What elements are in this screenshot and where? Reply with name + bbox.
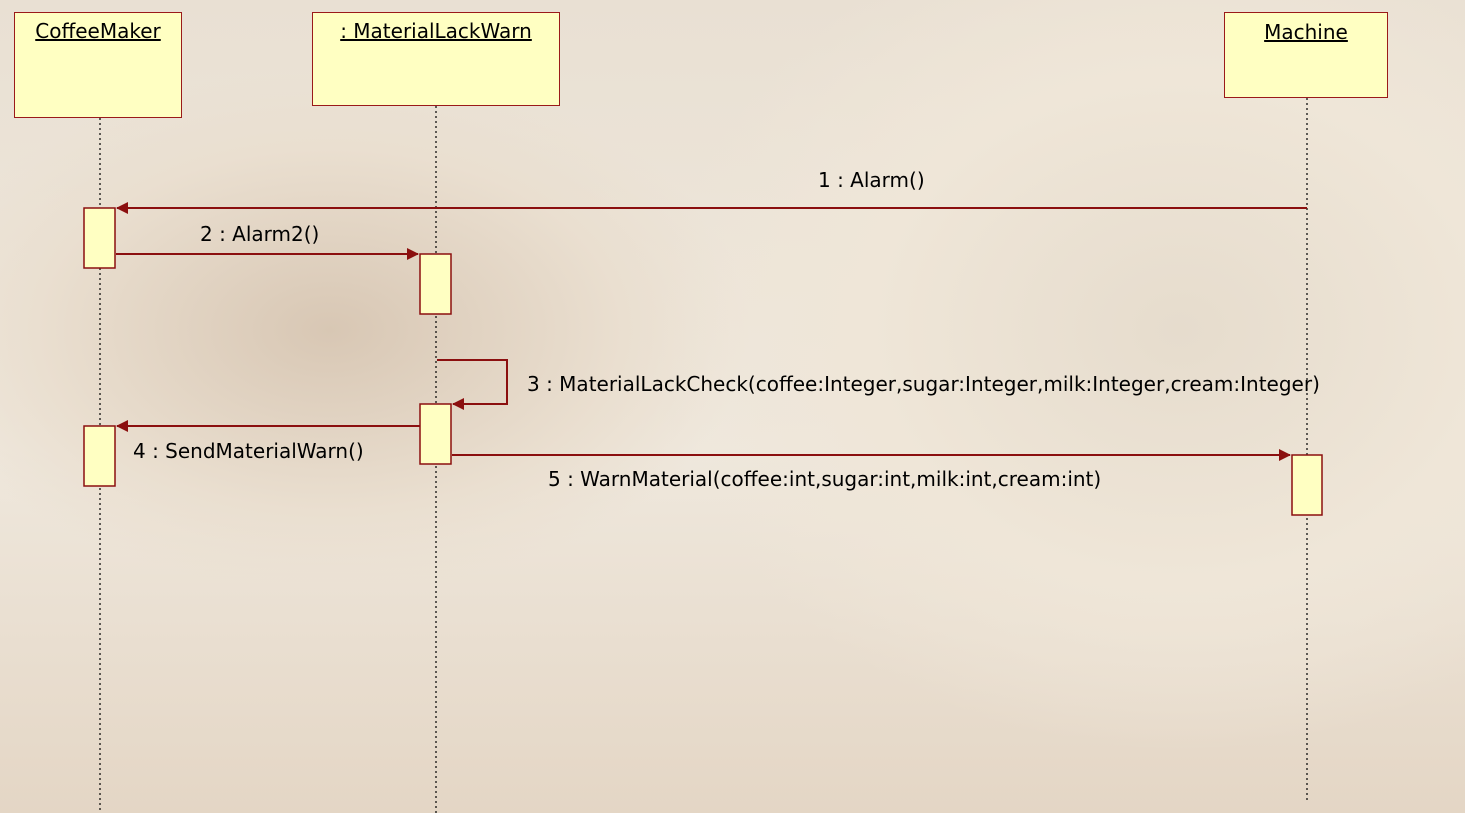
message-3-label: 3 : MaterialLackCheck(coffee:Integer,sug…: [527, 372, 1320, 396]
message-5-label: 5 : WarnMaterial(coffee:int,sugar:int,mi…: [548, 467, 1102, 491]
lifeline-machine-label: Machine: [1264, 20, 1348, 44]
lifeline-coffeemaker-box: CoffeeMaker: [14, 12, 182, 118]
activation-machine-1: [1291, 454, 1323, 516]
activation-coffeemaker-2: [83, 425, 116, 487]
message-4-label: 4 : SendMaterialWarn(): [133, 439, 364, 463]
lifeline-materiallackwarn-label: : MaterialLackWarn: [340, 19, 532, 43]
lifeline-machine-box: Machine: [1224, 12, 1388, 98]
message-1-label: 1 : Alarm(): [818, 168, 925, 192]
lifeline-materiallackwarn-box: : MaterialLackWarn: [312, 12, 560, 106]
activation-materiallackwarn-2: [419, 403, 452, 465]
message-2-label: 2 : Alarm2(): [200, 222, 320, 246]
message-3-arrow: [437, 359, 508, 410]
lifeline-coffeemaker-label: CoffeeMaker: [35, 19, 161, 43]
activation-coffeemaker-1: [83, 207, 116, 269]
activation-materiallackwarn-1: [419, 253, 452, 315]
